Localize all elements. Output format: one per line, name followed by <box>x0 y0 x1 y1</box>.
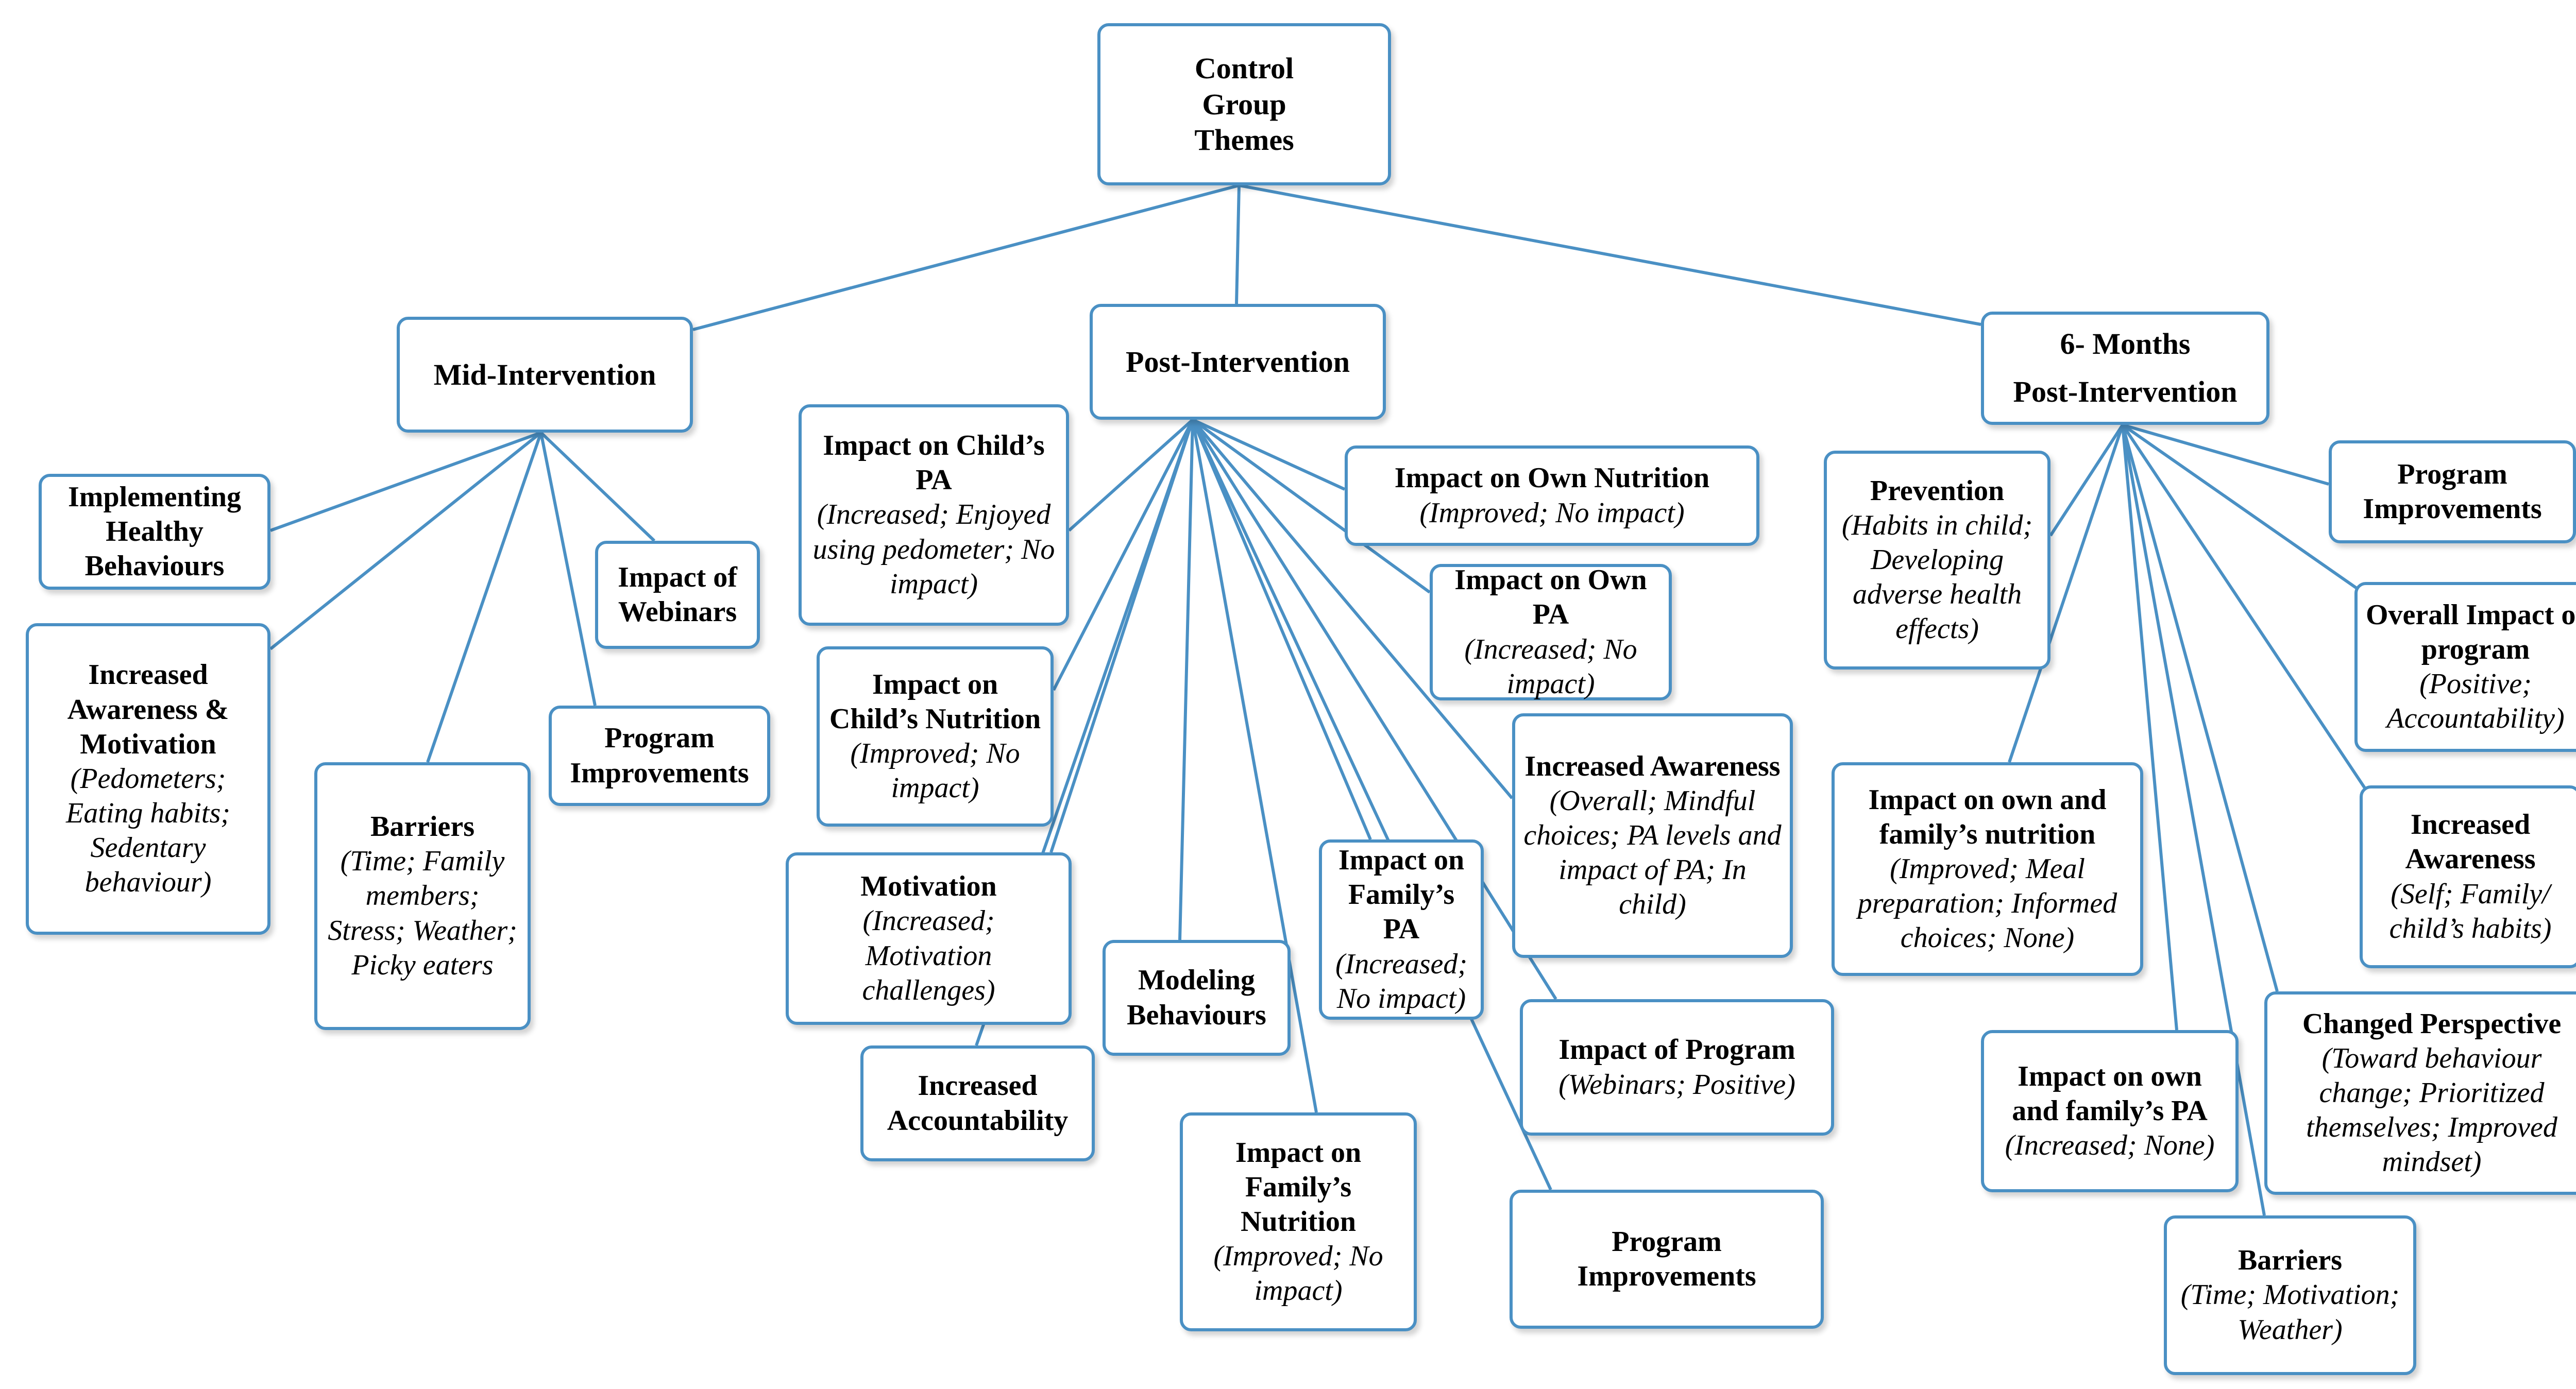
theme-program-improvements-post: Program Improvements <box>1510 1190 1824 1329</box>
theme-barriers-six-months: Barriers (Time; Motivation; Weather) <box>2164 1215 2416 1375</box>
theme-changed-perspective: Changed Perspective (Toward behaviour ch… <box>2264 991 2576 1195</box>
theme-impact-of-webinars: Impact of Webinars <box>595 541 760 649</box>
connector-line <box>269 431 542 532</box>
theme-increased-awareness-six-months: Increased Awareness (Self; Family/ child… <box>2360 785 2576 968</box>
connector-line <box>1192 418 1346 491</box>
theme-overall-impact-of-program: Overall Impact of program (Positive; Acc… <box>2354 582 2576 752</box>
connector-line <box>692 184 1240 331</box>
theme-impact-on-familys-nutrition: Impact on Family’s Nutrition (Improved; … <box>1180 1112 1417 1331</box>
root-title: Control Group Themes <box>1194 52 1294 157</box>
six-months-node: 6- Months Post-Intervention <box>1981 312 2269 425</box>
connector-line <box>2122 423 2371 599</box>
connector-line <box>1052 419 1194 691</box>
theme-prevention: Prevention (Habits in child; Developing … <box>1824 451 2050 670</box>
connector-line <box>1239 184 1981 326</box>
theme-barriers-mid: Barriers (Time; Family members; Stress; … <box>314 762 531 1030</box>
theme-program-improvements-mid: Program Improvements <box>549 706 770 806</box>
connector-line <box>1067 418 1194 532</box>
connector-line <box>1178 419 1194 940</box>
connector-line <box>1191 419 1318 1113</box>
connector-line <box>1192 418 1431 594</box>
theme-impact-on-own-family-pa: Impact on own and family’s PA (Increased… <box>1981 1030 2239 1192</box>
theme-modeling-behaviours: Modeling Behaviours <box>1103 940 1291 1056</box>
theme-program-improvements-six-months: Program Improvements <box>2329 440 2576 543</box>
mid-intervention-title: Mid-Intervention <box>433 357 656 391</box>
six-months-title: 6- Months Post-Intervention <box>2013 327 2238 408</box>
theme-increased-awareness-motivation: Increased Awareness & Motivation (Pedome… <box>26 623 270 935</box>
theme-increased-awareness-post: Increased Awareness (Overall; Mindful ch… <box>1512 713 1793 958</box>
connector-line <box>2121 424 2279 992</box>
post-intervention-title: Post-Intervention <box>1126 345 1350 379</box>
post-intervention-node: Post-Intervention <box>1090 304 1386 420</box>
connector-line <box>1235 185 1241 304</box>
theme-impact-on-own-pa: Impact on Own PA (Increased; No impact) <box>1430 564 1672 700</box>
mid-intervention-node: Mid-Intervention <box>397 317 693 433</box>
theme-impact-on-childs-nutrition: Impact on Child’s Nutrition (Improved; N… <box>817 646 1054 827</box>
root-node: Control Group Themes <box>1097 23 1391 185</box>
connector-line <box>1191 419 1557 1000</box>
connector-line <box>1191 419 1372 841</box>
theme-implementing-healthy-behaviours: Implementing Healthy Behaviours <box>39 474 270 590</box>
connector-line <box>269 431 542 650</box>
theme-increased-accountability: Increased Accountability <box>860 1045 1095 1161</box>
connector-line <box>2121 424 2377 804</box>
connector-line <box>2008 424 2124 763</box>
connector-line <box>539 431 656 542</box>
theme-impact-on-own-family-nutrition: Impact on own and family’s nutrition (Im… <box>1832 762 2143 976</box>
connector-line <box>539 432 597 706</box>
connector-line <box>2121 424 2266 1216</box>
connector-line <box>1191 419 1552 1191</box>
connector-line <box>1191 419 1514 799</box>
theme-impact-on-own-nutrition: Impact on Own Nutrition (Improved; No im… <box>1345 445 1759 546</box>
connector-line <box>2049 424 2124 537</box>
theme-impact-of-program: Impact of Program (Webinars; Positive) <box>1520 999 1834 1136</box>
connector-line <box>2122 423 2329 486</box>
connector-line <box>2121 424 2178 1031</box>
theme-impact-on-familys-pa: Impact on Family’s PA (Increased; No imp… <box>1319 839 1484 1020</box>
theme-motivation: Motivation (Increased; Motivation challe… <box>786 852 1072 1025</box>
theme-impact-on-childs-pa: Impact on Child’s PA (Increased; Enjoyed… <box>799 404 1069 626</box>
connector-line <box>426 432 543 763</box>
